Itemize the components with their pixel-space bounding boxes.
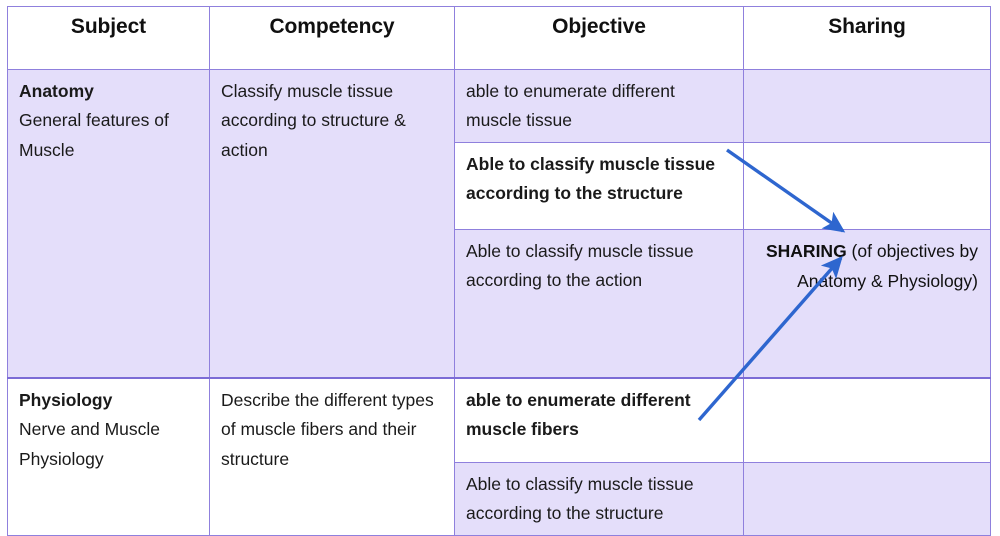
cell-sharing-anatomy-1 (743, 69, 991, 143)
cell-sharing-note: SHARING (of objectives by Anatomy & Phys… (743, 228, 991, 379)
cell-sharing-physiology-1 (743, 376, 991, 463)
objective-anatomy-1-text: able to enumerate different muscle tissu… (466, 81, 675, 131)
cell-sharing-anatomy-2 (743, 141, 991, 230)
competency-physiology-text: Describe the different types of muscle f… (221, 389, 434, 469)
sharing-note-text: SHARING (of objectives by Anatomy & Phys… (744, 230, 990, 302)
cell-objective-anatomy-3: Able to classify muscle tissue according… (454, 228, 744, 379)
table-header: Subject Competency Objective Sharing (7, 6, 991, 70)
competency-anatomy-text: Classify muscle tissue according to stru… (221, 81, 406, 160)
column-header-sharing-label: Sharing (828, 15, 906, 38)
sharing-keyword: SHARING (765, 240, 847, 261)
column-header-objective-label: Objective (552, 15, 646, 38)
objective-anatomy-2-text: Able to classify muscle tissue according… (466, 153, 715, 204)
column-header-sharing: Sharing (743, 6, 991, 70)
matrix-table: Subject Competency Objective Sharing (7, 6, 991, 536)
objective-anatomy-3-text: Able to classify muscle tissue according… (466, 240, 694, 291)
cell-objective-physiology-1: able to enumerate different muscle fiber… (454, 376, 744, 463)
subject-physiology-detail: Nerve and Muscle Physiology (19, 419, 161, 469)
subject-anatomy-title: Anatomy (19, 81, 94, 101)
cell-objective-anatomy-2: Able to classify muscle tissue according… (454, 141, 744, 230)
slide-canvas: Subject Competency Objective Sharing (7, 6, 991, 536)
cell-objective-physiology-2: Able to classify muscle tissue according… (454, 461, 744, 536)
cell-competency-anatomy: Classify muscle tissue according to stru… (209, 68, 455, 379)
subject-anatomy-detail: General features of Muscle (19, 110, 169, 160)
column-header-competency-label: Competency (269, 15, 395, 38)
competency-matrix-table: Subject Competency Objective Sharing (7, 6, 991, 536)
cell-objective-anatomy-1: able to enumerate different muscle tissu… (454, 69, 744, 143)
column-header-competency: Competency (209, 6, 455, 70)
column-header-subject: Subject (7, 6, 210, 70)
objective-physiology-2-text: Able to classify muscle tissue according… (466, 473, 694, 524)
cell-competency-physiology: Describe the different types of muscle f… (209, 376, 455, 536)
cell-sharing-physiology-2 (743, 461, 991, 536)
column-header-objective: Objective (454, 6, 744, 70)
header-row: Subject Competency Objective Sharing (7, 6, 991, 70)
column-header-subject-label: Subject (70, 15, 147, 38)
objective-physiology-1-text: able to enumerate different muscle fiber… (466, 389, 691, 440)
subject-physiology-title: Physiology (19, 389, 113, 410)
